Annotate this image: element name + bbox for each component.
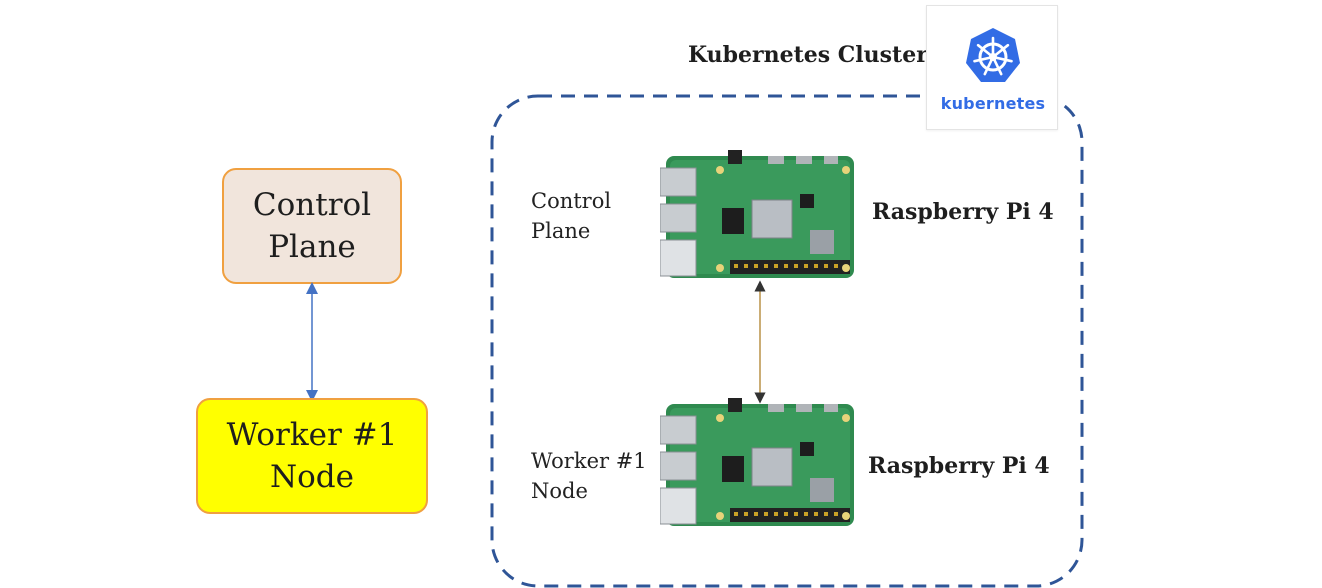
control-plane-line2: Plane	[268, 229, 356, 265]
control-plane-box: Control Plane	[222, 168, 402, 284]
kubernetes-helm-icon	[966, 28, 1020, 82]
raspberry-pi-board-image	[660, 398, 854, 526]
node-role-line1: Worker #1	[531, 449, 647, 473]
node-role-line1: Control	[531, 189, 612, 213]
node-role-label: Worker #1 Node	[531, 446, 647, 506]
worker-line1: Worker #1	[226, 417, 398, 453]
node-role-label: Control Plane	[531, 186, 611, 246]
kubernetes-logo: kubernetes	[926, 5, 1058, 130]
control-plane-line1: Control	[252, 187, 372, 223]
board-label: Raspberry Pi 4	[868, 453, 1050, 479]
worker-node-box: Worker #1 Node	[196, 398, 428, 514]
node-role-line2: Plane	[531, 219, 591, 243]
node-role-line2: Node	[531, 479, 588, 503]
worker-line2: Node	[270, 459, 354, 495]
cluster-title: Kubernetes Cluster	[688, 42, 928, 68]
kubernetes-wordmark: kubernetes	[940, 94, 1046, 113]
board-label: Raspberry Pi 4	[872, 199, 1054, 225]
raspberry-pi-board-image	[660, 150, 854, 278]
